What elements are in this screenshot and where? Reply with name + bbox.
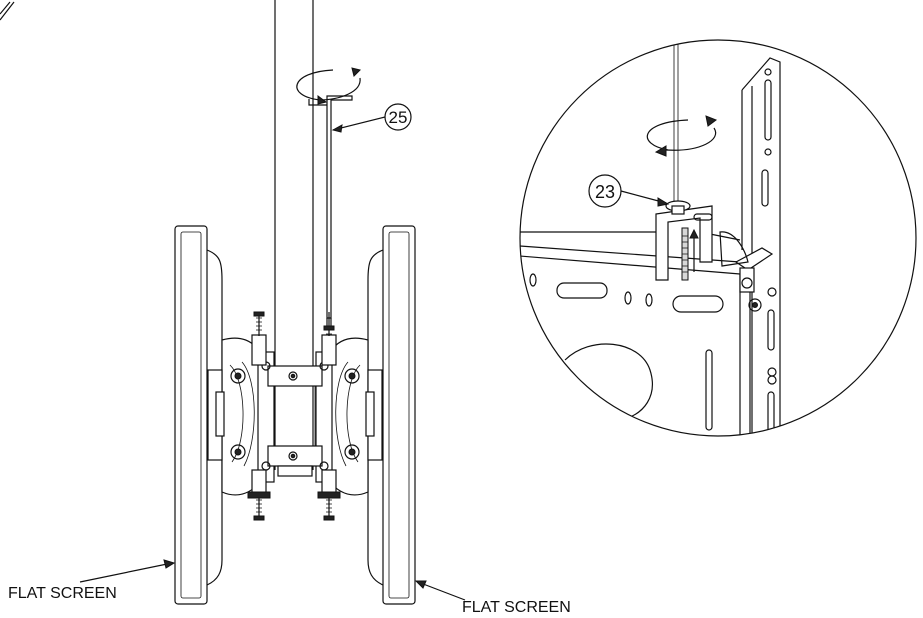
- detail-circle-border: [519, 39, 917, 437]
- flat-screen-right: [367, 225, 416, 605]
- label-flat-screen-right-group: FLAT SCREEN: [414, 580, 571, 616]
- rotation-arrow: [296, 67, 361, 105]
- label-flat-screen-left-group: FLAT SCREEN: [8, 559, 176, 602]
- detail-rotation-arrow: [646, 115, 718, 157]
- callout-25: 25: [331, 103, 412, 133]
- label-flat-screen-right: FLAT SCREEN: [462, 599, 571, 616]
- lower-hook-bolts: [247, 469, 341, 521]
- detail-mount-plate: [520, 231, 762, 436]
- callout-23: 23: [588, 174, 670, 208]
- ceiling-pole: [274, 0, 314, 470]
- detail-hook-bracket: [655, 200, 749, 281]
- center-adapter: [257, 351, 333, 483]
- left-mount-bracket: [207, 337, 263, 496]
- detail-view: 23: [519, 39, 917, 437]
- right-mount-bracket: [327, 337, 383, 496]
- main-assembly: 25: [8, 0, 571, 616]
- upper-hook-bolts: [251, 311, 337, 366]
- detail-vertical-bracket: [734, 57, 781, 436]
- corner-fragment: [0, 1, 15, 21]
- label-flat-screen-left: FLAT SCREEN: [8, 585, 117, 602]
- callout-25-label: 25: [389, 108, 408, 127]
- callout-23-label: 23: [595, 182, 615, 202]
- allen-key: [308, 95, 353, 330]
